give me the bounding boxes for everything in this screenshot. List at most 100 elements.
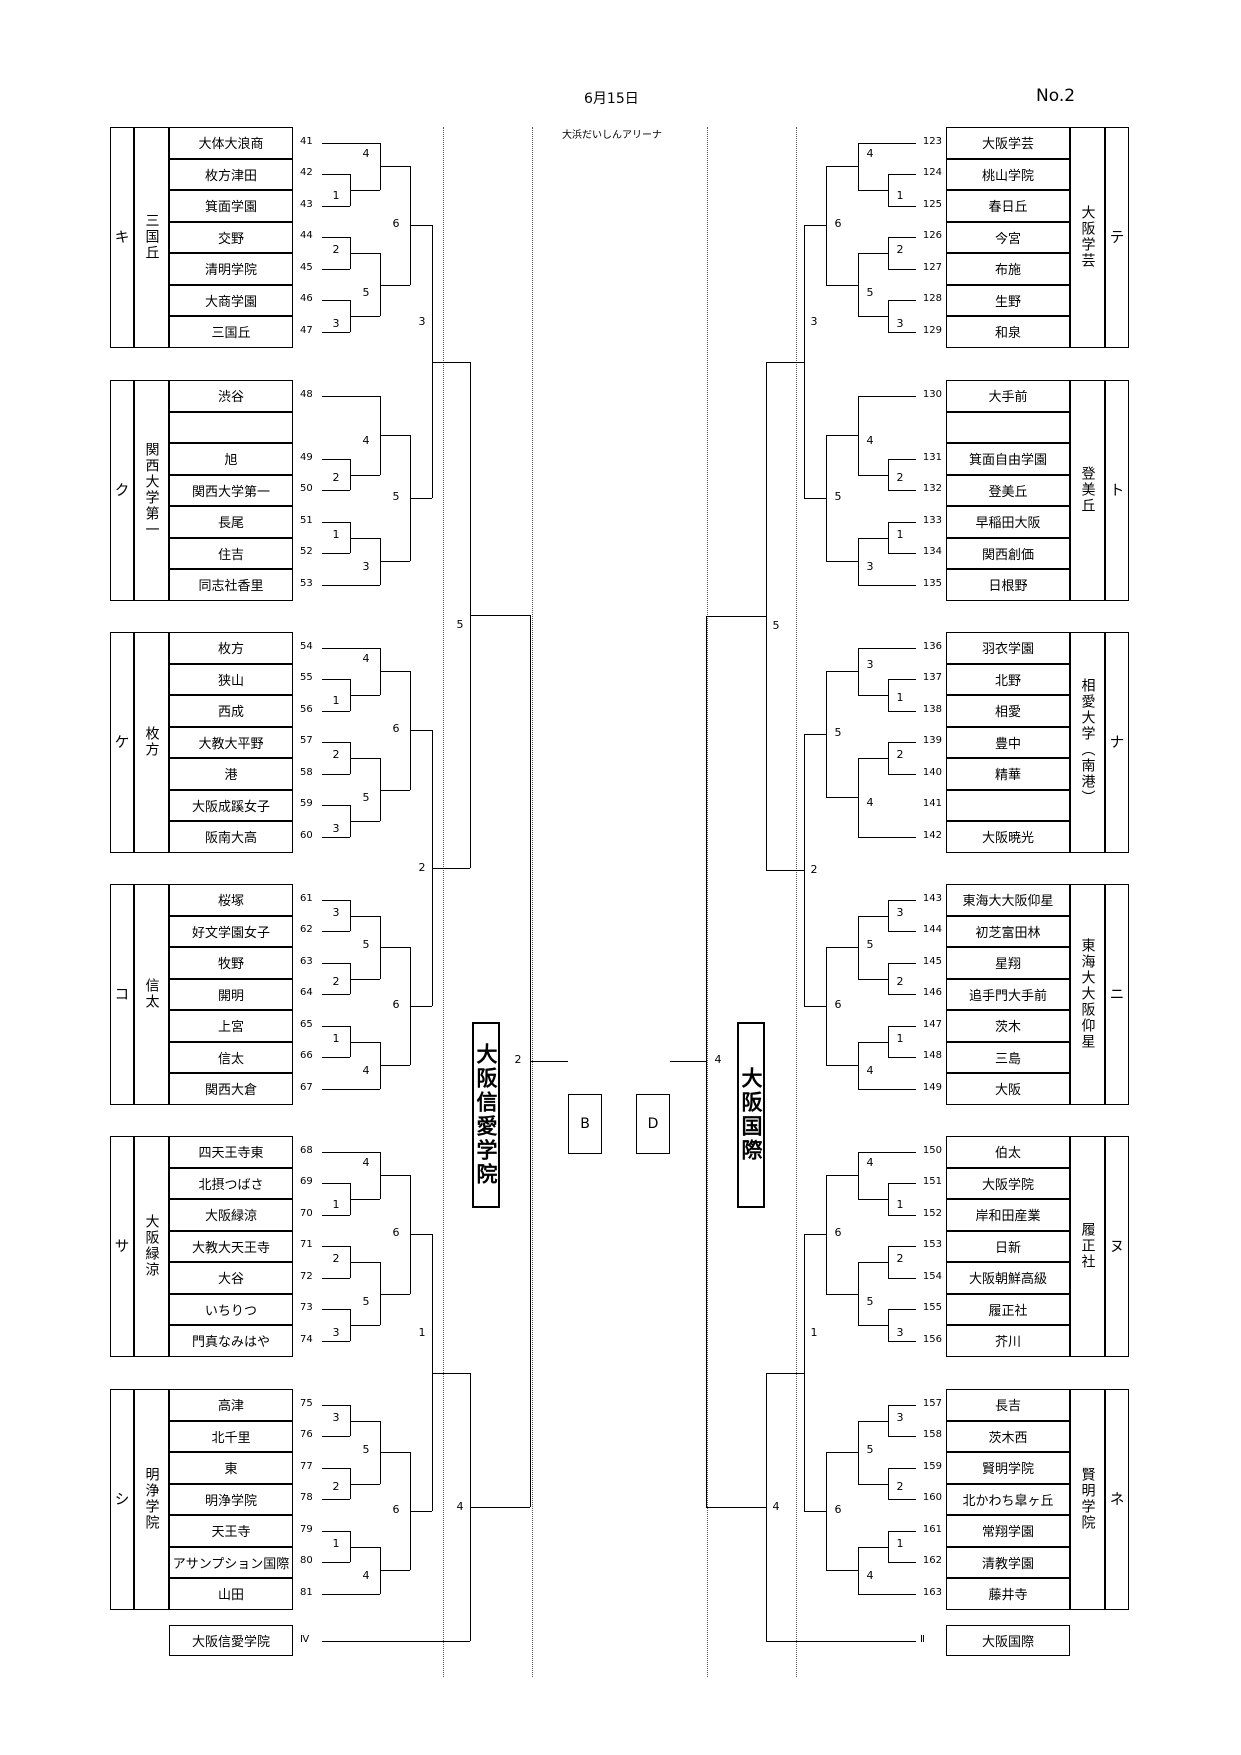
team-number: 156 [922,1333,942,1345]
group-host: 大阪学芸 [1070,127,1105,348]
team-number: 69 [300,1176,313,1188]
bracket-line [322,1562,350,1564]
right-host-box: 大阪国際 [737,1022,765,1208]
bracket-line [826,1175,827,1294]
team-name: 日新 [946,1230,1070,1262]
team-number: 150 [922,1144,942,1156]
team-name: 芥川 [946,1325,1070,1357]
bracket-line [888,899,889,932]
group-letter: ナ [1105,632,1129,853]
bracket-line [888,237,916,239]
team-number: 145 [922,955,942,967]
team-name: 三島 [946,1041,1070,1073]
team-number: 56 [300,703,313,715]
round-number: 3 [332,1326,340,1339]
team-number: 148 [922,1050,942,1062]
bracket-line [380,1452,410,1453]
team-number: 65 [300,1018,313,1030]
bracket-line [350,821,380,822]
team-name: 北かわち皐ヶ丘 [946,1483,1070,1515]
team-number: 142 [922,829,942,841]
bracket-line [888,994,916,996]
bracket-line [826,671,827,798]
bracket-line [858,647,859,695]
bracket-line [858,1593,916,1595]
team-name: 渋谷 [169,380,293,412]
round-number: 4 [362,1569,370,1583]
round-number: 2 [332,243,340,256]
round-number: 6 [834,217,842,231]
team-name: 常翔学園 [946,1515,1070,1547]
team-name: 東 [169,1452,293,1484]
bracket-line [888,931,916,933]
team-name: 北摂つばさ [169,1167,293,1199]
team-number: 54 [300,640,313,652]
bracket-line [888,1183,889,1215]
round-number: 2 [332,470,340,484]
bracket-line [888,1309,916,1311]
team-name: 岸和田産業 [946,1199,1070,1231]
group-host: 相愛大学（南港） [1070,632,1105,853]
team-name: 大阪緑涼 [169,1199,293,1231]
column-divider [707,127,708,1677]
team-name: 箕面自由学園 [946,443,1070,475]
bracket-line [350,1325,380,1326]
group-letter: キ [110,127,134,348]
round-number: 4 [866,434,874,448]
bracket-line [350,253,380,254]
bracket-line [826,1065,858,1067]
bracket-line [322,490,350,492]
team-name: 大手前 [946,380,1070,412]
team-number: 139 [922,735,942,747]
bracket-line [350,1041,380,1043]
bracket-line [322,1530,350,1532]
bracket-line [858,537,888,539]
team-number: 125 [922,198,942,210]
round-number: 5 [392,490,400,504]
round-number: 1 [896,1198,904,1211]
bracket-line [858,1041,888,1043]
bracket-line [350,978,380,980]
bracket-line [322,521,350,523]
round-number: 3 [896,317,904,330]
team-number: 154 [922,1270,942,1282]
bracket-line [858,142,859,190]
team-number: 44 [300,230,313,242]
team-name: 大商学園 [169,284,293,316]
team-number: 47 [300,324,313,336]
bracket-line [804,734,826,736]
bracket-line [826,435,827,562]
bracket-line [322,205,350,207]
team-name: 阪南大高 [169,821,293,853]
bracket-line [350,1262,380,1263]
team-number: 140 [922,766,942,778]
round-number: 4 [866,1569,874,1583]
round-number: 2 [896,1252,904,1265]
round-number: 5 [362,1294,370,1308]
bracket-line [322,142,380,144]
round-number: 3 [362,560,370,574]
bracket-line [380,947,410,948]
team-name: アサンプション国際 [169,1546,293,1578]
bracket-line [888,268,916,270]
team-number: 51 [300,514,313,526]
bracket-line [432,361,470,363]
bracket-line [322,1025,350,1027]
bracket-line [380,671,410,673]
team-name: 北野 [946,663,1070,695]
team-number: 45 [300,261,313,273]
team-number: 160 [922,1492,942,1504]
round-number: 3 [810,314,818,328]
bracket-line [766,870,804,872]
team-name: 門真なみはや [169,1325,293,1357]
column-divider [532,127,533,1677]
round-number: 6 [834,1503,842,1517]
team-name: 追手門大手前 [946,978,1070,1010]
bracket-line [858,647,916,649]
bracket-line [858,253,859,316]
bracket-line [322,994,350,996]
bracket-line [826,797,858,799]
bracket-line [888,1467,916,1469]
team-number: 123 [922,135,942,147]
bracket-line [858,1420,859,1484]
